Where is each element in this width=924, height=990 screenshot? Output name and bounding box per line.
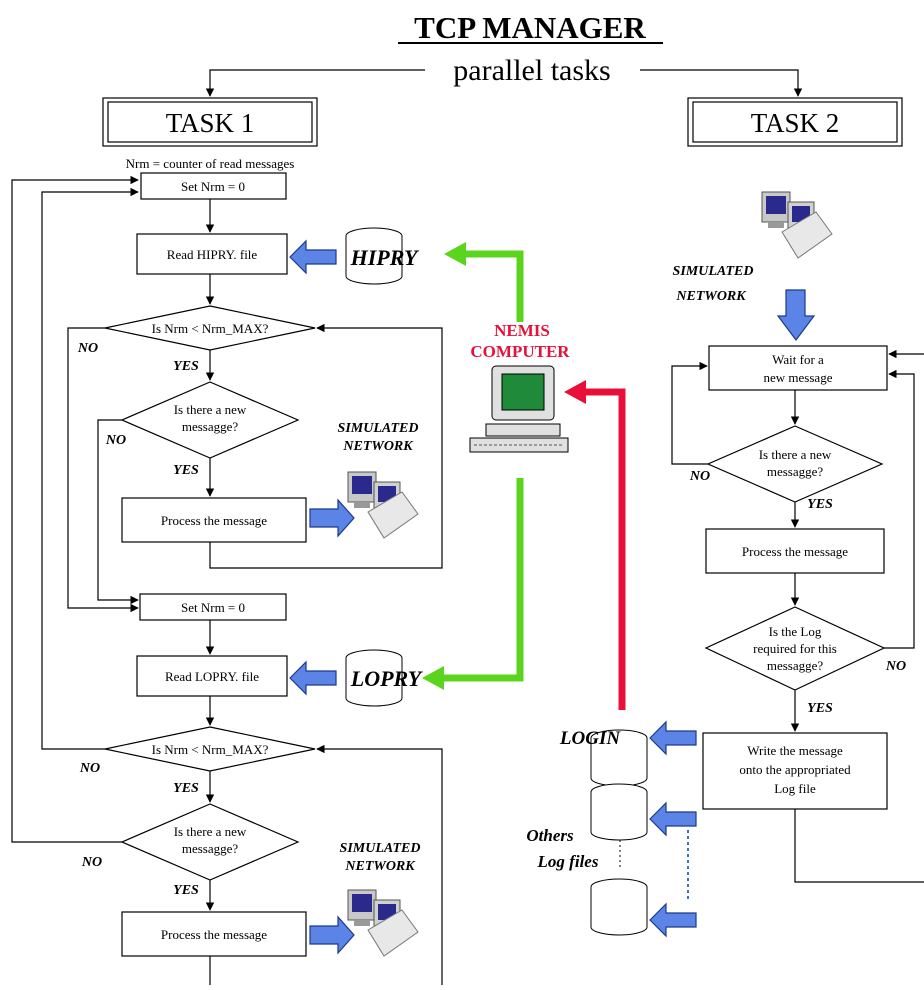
sim-net-3-line2: NETWORK [675,289,747,304]
decision-nrm-1-label: Is Nrm < Nrm_MAX? [152,321,269,336]
red-line-login [582,388,626,710]
split-arrow-right [640,69,803,97]
others-label-line1: Others [526,826,574,845]
no-label-4: NO [81,855,102,870]
decision-new-msg-2-line2: messagge? [182,841,239,856]
lopry-label: LOPRY [350,666,424,691]
yes-label-6: YES [807,701,833,716]
task2-process-label: Process the message [742,544,848,559]
sim-net-2-line2: NETWORK [344,859,416,874]
task2-new-line2: messagge? [767,464,824,479]
net-1-blue-arrow [309,498,355,538]
other-log-blue-arrow-1 [649,801,697,837]
task2-process-box [705,528,885,574]
other-log-database-1 [590,783,648,841]
read-hipry-box [136,233,288,275]
no-label-6: NO [885,659,906,674]
write-line2: onto the appropriated [739,762,851,777]
log-line3: messagge? [767,658,824,673]
sim-net-1-line2: NETWORK [342,439,414,454]
network-computers-icon-3 [761,191,833,259]
red-arrowhead-login [564,380,586,404]
green-line-lopry [440,478,524,682]
task2-header: TASK 2 [751,108,840,138]
wait-box [708,345,888,391]
process-box-1 [121,497,307,543]
log-line1: Is the Log [769,624,822,639]
write-line3: Log file [774,781,816,796]
nemis-computer-icon [469,365,569,453]
counter-note: Nrm = counter of read messages [126,156,295,171]
login-blue-arrow [649,720,697,756]
yes-label-5: YES [807,497,833,512]
no-label-3: NO [79,761,100,776]
yes-label-4: YES [173,883,199,898]
hipry-blue-arrow [289,239,337,275]
decision-nrm-2-label: Is Nrm < Nrm_MAX? [152,742,269,757]
set-nrm-label-1: Set Nrm = 0 [181,179,245,194]
other-log-blue-arrow-2 [649,902,697,938]
decision-new-msg-1-line1: Is there a new [174,402,247,417]
nemis-label-line1: NEMIS [494,321,550,340]
subtitle: parallel tasks [453,54,610,87]
no-label-1: NO [77,341,98,356]
yes-label-2: YES [173,463,199,478]
read-lopry-label: Read LOPRY. file [165,669,259,684]
page-title: TCP MANAGER [414,10,646,45]
others-label-line2: Log files [537,852,599,871]
write-log-box [702,732,888,810]
task2-header-box [687,97,903,147]
green-arrowhead-hipry [444,242,466,266]
sim-net-1-line1: SIMULATED [338,421,419,436]
login-label: LOGIN [559,728,621,749]
process-label-1: Process the message [161,513,267,528]
process-box-2 [121,911,307,957]
wait-line1: Wait for a [772,352,824,367]
split-arrow-left [205,69,425,97]
sim-net-2-line1: SIMULATED [340,841,421,856]
net-3-blue-arrow [776,289,816,341]
green-arrowhead-lopry [422,666,444,690]
task1-header-box [102,97,318,147]
task1-header: TASK 1 [166,108,255,138]
green-line-hipry [462,250,524,322]
set-nrm-box-1 [140,172,287,200]
yes-label-3: YES [173,781,199,796]
hipry-label: HIPRY [350,245,420,270]
no-label-5: NO [689,469,710,484]
nemis-label-line2: COMPUTER [470,342,570,361]
sim-net-3-line1: SIMULATED [673,264,754,279]
net-2-blue-arrow [309,915,355,955]
decision-new-msg-1-line2: messagge? [182,419,239,434]
set-nrm-label-2: Set Nrm = 0 [181,600,245,615]
process-label-2: Process the message [161,927,267,942]
task2-new-line1: Is there a new [759,447,832,462]
wait-line2: new message [764,370,833,385]
lopry-blue-arrow [289,660,337,696]
write-line1: Write the message [747,743,843,758]
network-computers-icon-1 [347,471,419,539]
other-log-database-2 [590,878,648,936]
read-hipry-label: Read HIPRY. file [167,247,258,262]
set-nrm-box-2 [139,593,287,621]
decision-new-msg-2-line1: Is there a new [174,824,247,839]
yes-label-1: YES [173,359,199,374]
no-label-2: NO [105,433,126,448]
network-computers-icon-2 [347,889,419,957]
log-line2: required for this [753,641,837,656]
read-lopry-box [136,655,288,697]
